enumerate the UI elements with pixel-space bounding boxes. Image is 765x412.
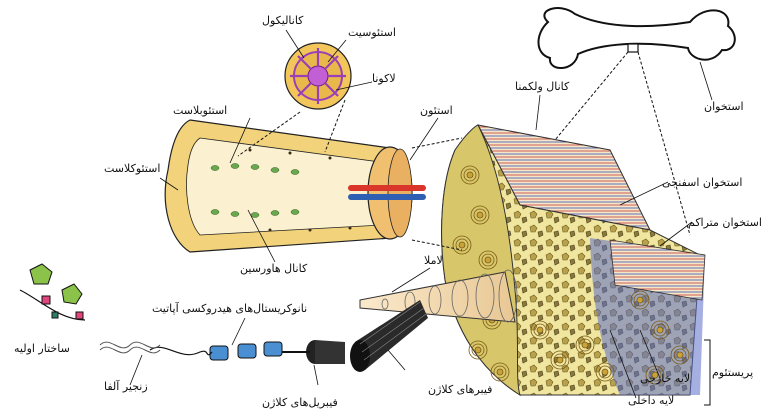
osteocyte-detail [285, 43, 351, 109]
label-haversian-canal: کانال هاورسین [240, 262, 307, 275]
label-osteoblast: استئوبلاست [173, 104, 227, 117]
label-lacuna: لاکونا [372, 72, 396, 85]
label-spongy-bone: استخوان اسفنجی [662, 176, 742, 189]
label-inner-layer: لایه داخلی [628, 394, 674, 407]
label-osteon: استئون [420, 104, 453, 117]
label-collagen-fibers: فیبرهای کلاژن [428, 383, 492, 396]
alpha-chain-helix [100, 342, 160, 353]
label-canaliculi: کانالیکول [262, 14, 303, 27]
label-lamella: لاملا [424, 254, 443, 267]
collagen-fibrils [280, 340, 345, 364]
osteon-cylinder [165, 120, 426, 252]
label-bone: استخوان [704, 100, 744, 113]
bone-block [442, 125, 705, 395]
osteon-ring [475, 347, 481, 353]
label-osteoclast: استئوکلاست [104, 162, 160, 175]
osteon-ring [677, 352, 683, 358]
osteon-ring [485, 257, 491, 263]
label-primary-structure: ساختار اولیه [14, 342, 70, 355]
label-alpha-chain: زنجیر آلفا [104, 380, 148, 393]
label-nanocrystals: نانوکریستال‌های هیدروکسی آپاتیت [152, 302, 307, 315]
label-volkmann-canal: کانال ولکمنا [515, 80, 569, 93]
label-outer-layer: لایه خارجی [640, 372, 690, 385]
label-periosteum: پریستئوم [712, 366, 753, 379]
label-collagen-fibrils: فیبریل‌های کلاژن [262, 396, 338, 409]
osteon-ring [497, 369, 503, 375]
osteon-ring [477, 212, 483, 218]
label-compact-bone: استخوان متراکم [688, 216, 762, 229]
hydroxyapatite-crystals [150, 342, 282, 360]
label-osteocyte: استئوسیت [348, 26, 396, 39]
periosteum-bracket [704, 340, 710, 405]
osteon-ring [602, 369, 608, 375]
osteon-ring [557, 357, 563, 363]
osteon-ring [459, 242, 465, 248]
osteon-ring [637, 297, 643, 303]
osteon-ring [467, 172, 473, 178]
osteon-ring [582, 342, 588, 348]
primary-structure-molecules [20, 264, 85, 320]
whole-bone [538, 8, 734, 68]
osteon-ring [537, 327, 543, 333]
osteon-ring [657, 327, 663, 333]
lamella-cone [360, 270, 517, 322]
